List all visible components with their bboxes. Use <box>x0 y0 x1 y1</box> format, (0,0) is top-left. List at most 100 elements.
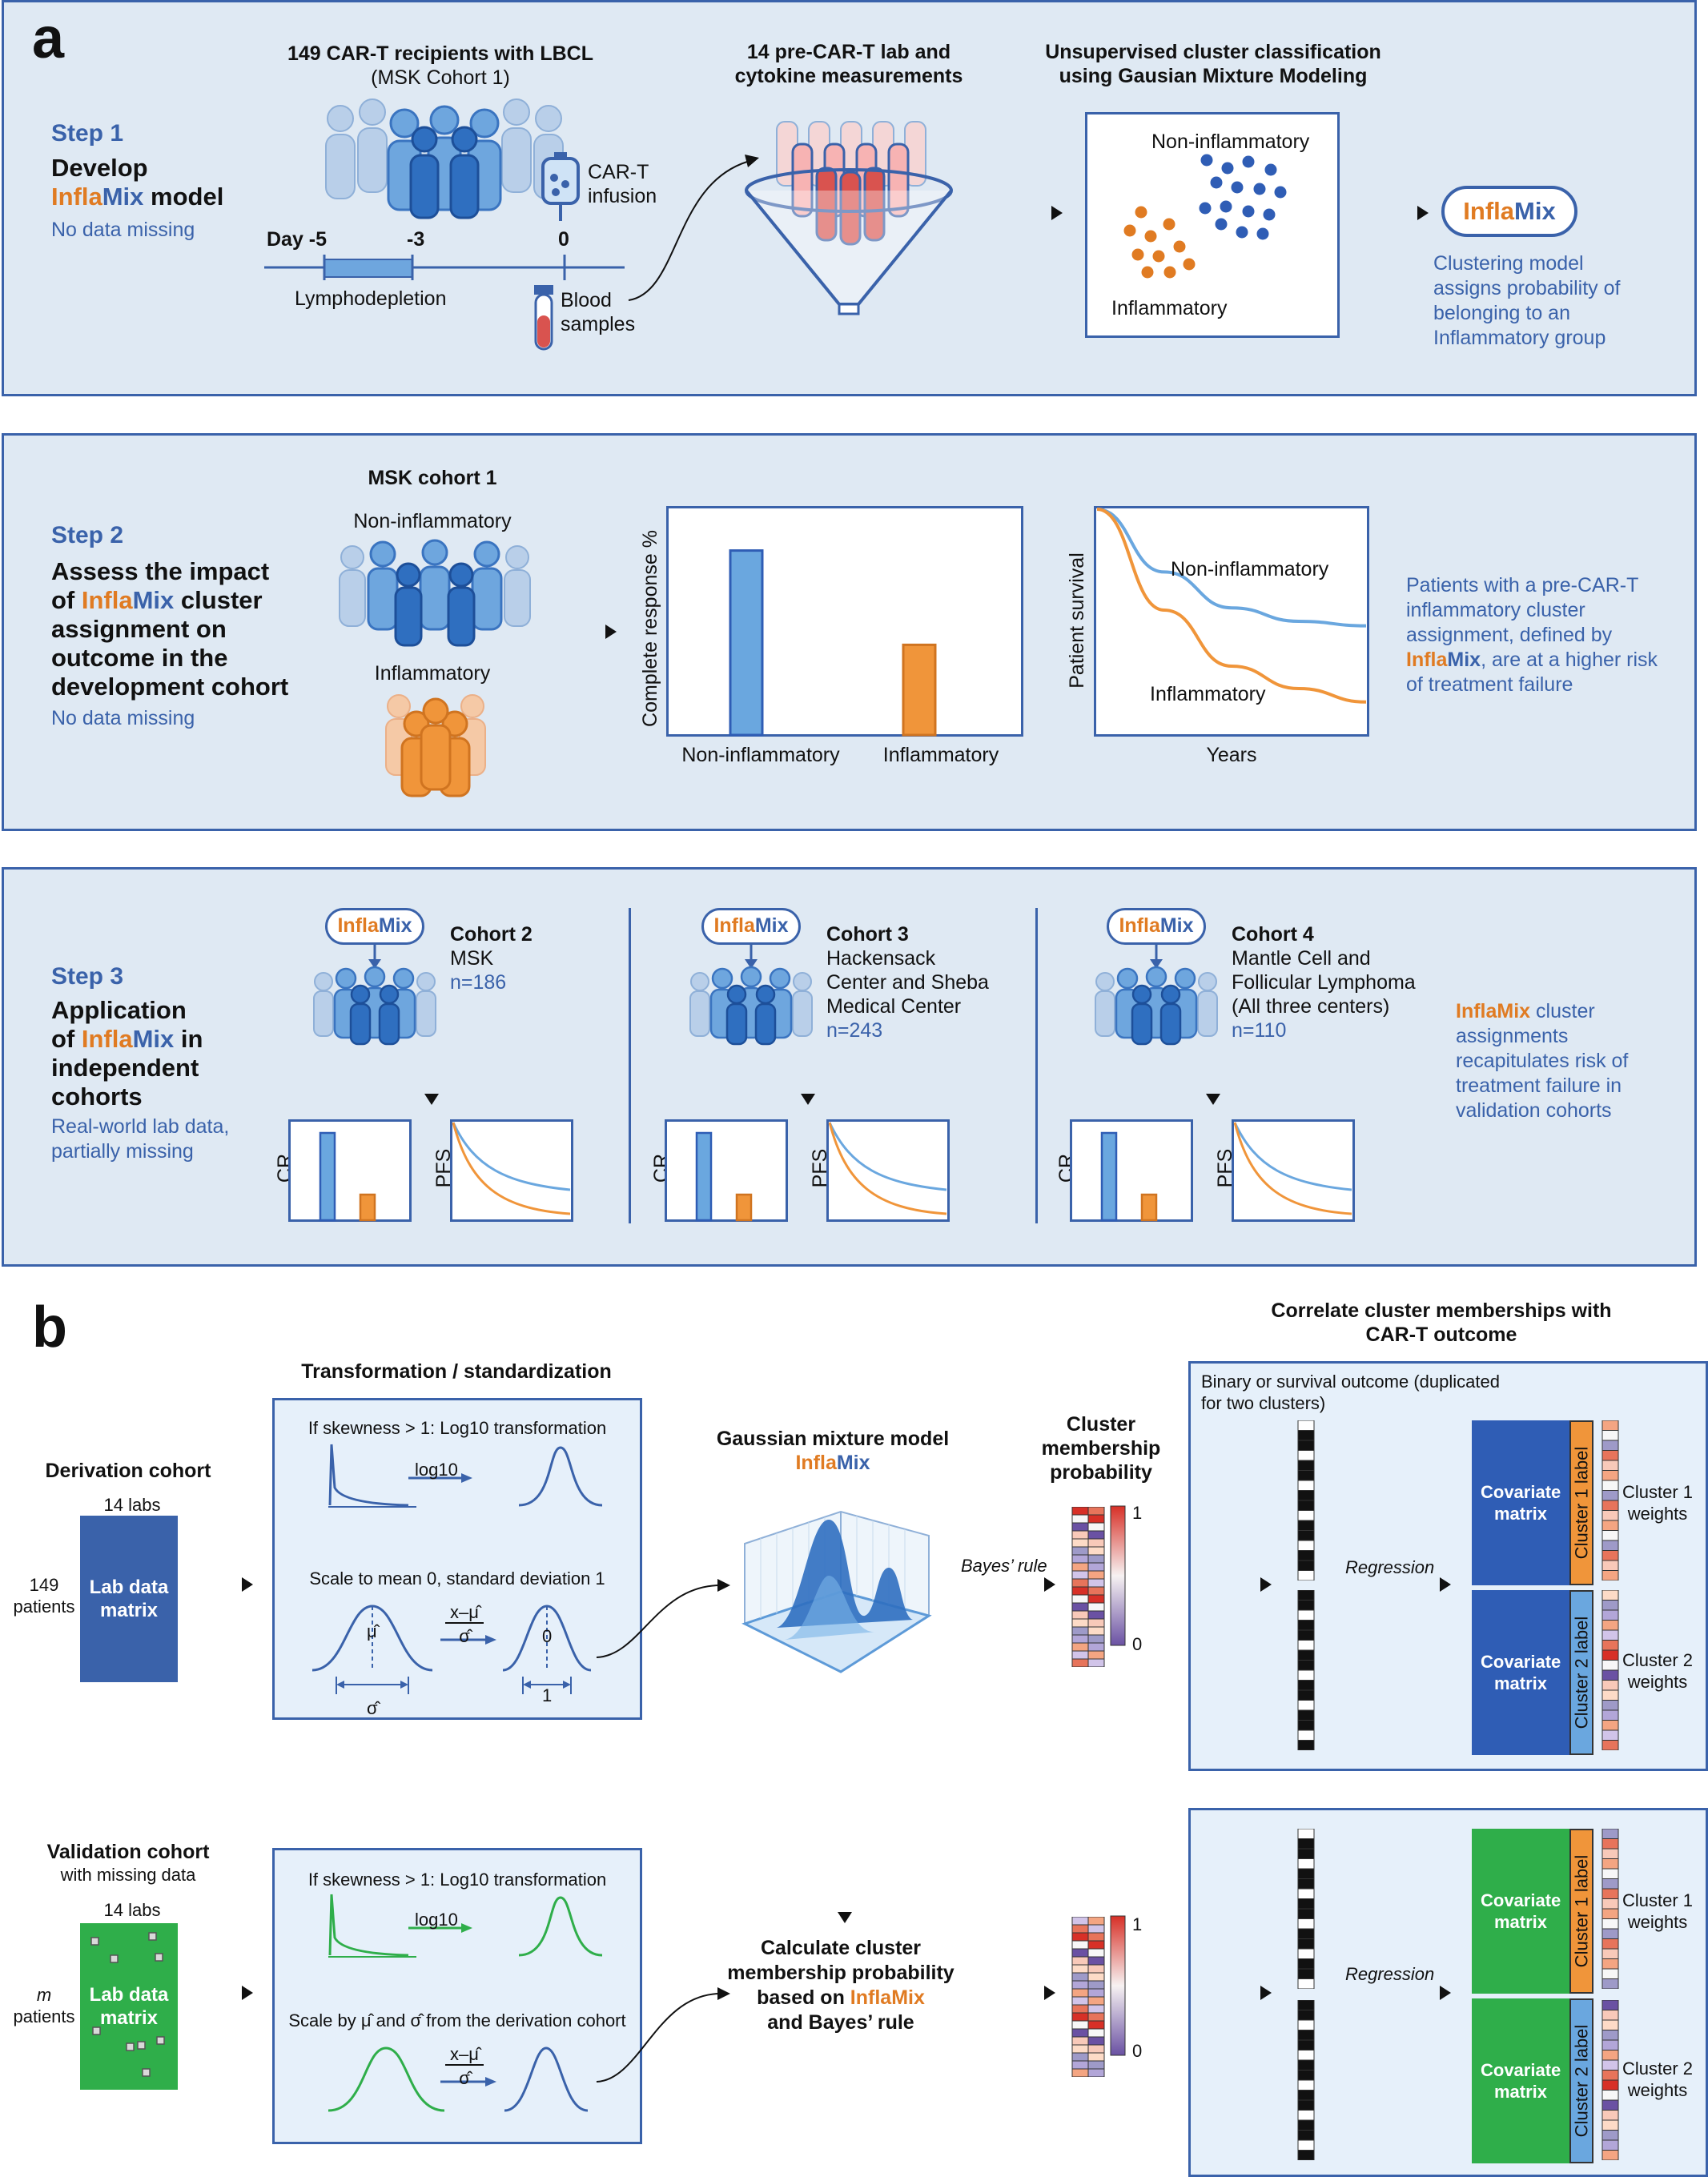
lymphodepletion-label: Lymphodepletion <box>295 287 447 310</box>
strip-cell <box>1602 1600 1619 1611</box>
heatmap-cell <box>1071 1948 1089 1958</box>
heatmap-cell <box>1087 1586 1105 1596</box>
heatmap-cell <box>1087 2036 1105 2046</box>
strip-cell <box>1602 2150 1619 2160</box>
missing-data-marks <box>90 1932 165 2077</box>
timeline-day-label: Day -5 <box>267 228 328 251</box>
strip-cell <box>1297 1510 1315 1521</box>
heatmap-cell <box>1071 2068 1089 2077</box>
validation-sub: with missing data <box>60 1865 196 1885</box>
strip-cell <box>1602 1460 1619 1471</box>
survival-chart <box>1094 506 1369 737</box>
cohort-inflamix-badge: InflaMix <box>325 908 424 945</box>
cluster2-label-1: Cluster 2 label <box>1569 1590 1593 1755</box>
step2-cohort: MSK cohort 1 <box>368 467 497 489</box>
heatmap-cell <box>1087 1988 1105 1998</box>
strip-cell <box>1297 1720 1315 1731</box>
heatmap-cell <box>1071 1586 1089 1596</box>
heatmap-cell <box>1087 1650 1105 1660</box>
bar-x-label-1: Non-inflammatory <box>681 744 840 766</box>
strip-cell <box>1297 1590 1315 1601</box>
heatmap-cell <box>1071 2052 1089 2062</box>
strip-cell <box>1297 1968 1315 1979</box>
arrow-head-b4 <box>1440 1577 1451 1592</box>
cohort-inflamix-badge: InflaMix <box>1107 908 1206 945</box>
strip-cell <box>1602 2099 1619 2111</box>
heatmap-cell <box>1071 1554 1089 1564</box>
arrow-head-b8 <box>1440 1986 1451 2000</box>
cohort-cr-chart <box>1070 1119 1193 1222</box>
log10-label-2: log10 <box>415 1910 458 1930</box>
strip-cell <box>1297 1460 1315 1471</box>
strip-cell <box>1297 1829 1315 1839</box>
strip-cell <box>1297 2139 1315 2151</box>
cluster2-label-2: Cluster 2 label <box>1569 1998 1593 2163</box>
heatmap-cell <box>1087 1658 1105 1667</box>
heatmap-cell <box>1087 1948 1105 1958</box>
strip-cell <box>1297 1490 1315 1501</box>
strip-cell <box>1297 1700 1315 1711</box>
panel-a-letter-overlay: a <box>32 6 65 70</box>
strip-cell <box>1297 1450 1315 1461</box>
outcome-note: Binary or survival outcome (duplicated f… <box>1201 1372 1500 1413</box>
strip-cell <box>1297 1570 1315 1581</box>
strip-cell <box>1602 1640 1619 1651</box>
strip-cell <box>1602 2010 1619 2021</box>
cohort-pfs-chart <box>1232 1119 1355 1222</box>
scale-max-1: 1 <box>1132 1503 1143 1523</box>
strip-cell <box>1602 1440 1619 1451</box>
strip-cell <box>1297 2099 1315 2111</box>
heatmap-cell <box>1087 1964 1105 1974</box>
strip-cell <box>1297 2039 1315 2050</box>
strip-cell <box>1602 1858 1619 1870</box>
strip-cell <box>1602 1480 1619 1491</box>
heatmap-cell <box>1087 2004 1105 2014</box>
strip-cell <box>1297 1908 1315 1919</box>
heatmap-cell <box>1087 1538 1105 1548</box>
arrow-head-b1 <box>242 1577 253 1592</box>
strip-cell <box>1602 1620 1619 1631</box>
strip-cell <box>1602 1490 1619 1501</box>
cluster-scatter <box>1121 151 1289 281</box>
cohort-arrow-down <box>368 945 381 969</box>
strip-cell <box>1602 1968 1619 1979</box>
strip-cell <box>1602 1838 1619 1850</box>
strip-cell <box>1602 2119 1619 2131</box>
strip-cell <box>1602 2110 1619 2121</box>
strip-cell <box>1297 1620 1315 1631</box>
calc-text: Calculate cluster membership probability… <box>727 1937 954 2034</box>
step2-note: No data missing <box>51 707 195 729</box>
strip-cell <box>1602 1510 1619 1521</box>
strip-cell <box>1297 2000 1315 2010</box>
strip-cell <box>1602 2019 1619 2030</box>
step3-note: Real-world lab data, partially missing <box>51 1115 230 1163</box>
strip-cell <box>1297 1928 1315 1939</box>
scale-rule-derivation: Scale to mean 0, standard deviation 1 <box>309 1568 605 1589</box>
validation-patients: m patients <box>13 1985 75 2026</box>
heatmap-cell <box>1071 1578 1089 1588</box>
cohort-pfs-chart <box>826 1119 950 1222</box>
step3-label: Step 3 <box>51 963 124 990</box>
cohort-arrow-down <box>1150 945 1163 969</box>
bar-non-inflammatory <box>729 549 764 737</box>
cohort1-title: 149 CAR-T recipients with LBCL <box>287 42 593 65</box>
strip-cell <box>1297 2150 1315 2160</box>
weights-strip-2a <box>1602 1829 1619 1989</box>
strip-cell <box>1297 1680 1315 1691</box>
cart-infusion-label: CAR-T infusion <box>588 161 657 207</box>
heatmap-cell <box>1071 1522 1089 1532</box>
heatmap-cell <box>1087 1618 1105 1628</box>
strip-cell <box>1602 1720 1619 1731</box>
strip-cell <box>1602 1829 1619 1839</box>
transform-title: Transformation / standardization <box>301 1360 612 1383</box>
strip-cell <box>1297 1530 1315 1541</box>
survival-line-non-inflammatory <box>1096 508 1367 628</box>
strip-cell <box>1602 1629 1619 1641</box>
heatmap-cell <box>1071 1562 1089 1572</box>
strip-cell <box>1602 1729 1619 1741</box>
heatmap-cell <box>1071 2004 1089 2014</box>
survival-line-inflammatory <box>1096 508 1367 704</box>
strip-cell <box>1297 1640 1315 1651</box>
strip-cell <box>1602 1709 1619 1721</box>
strip-cell <box>1297 1689 1315 1701</box>
